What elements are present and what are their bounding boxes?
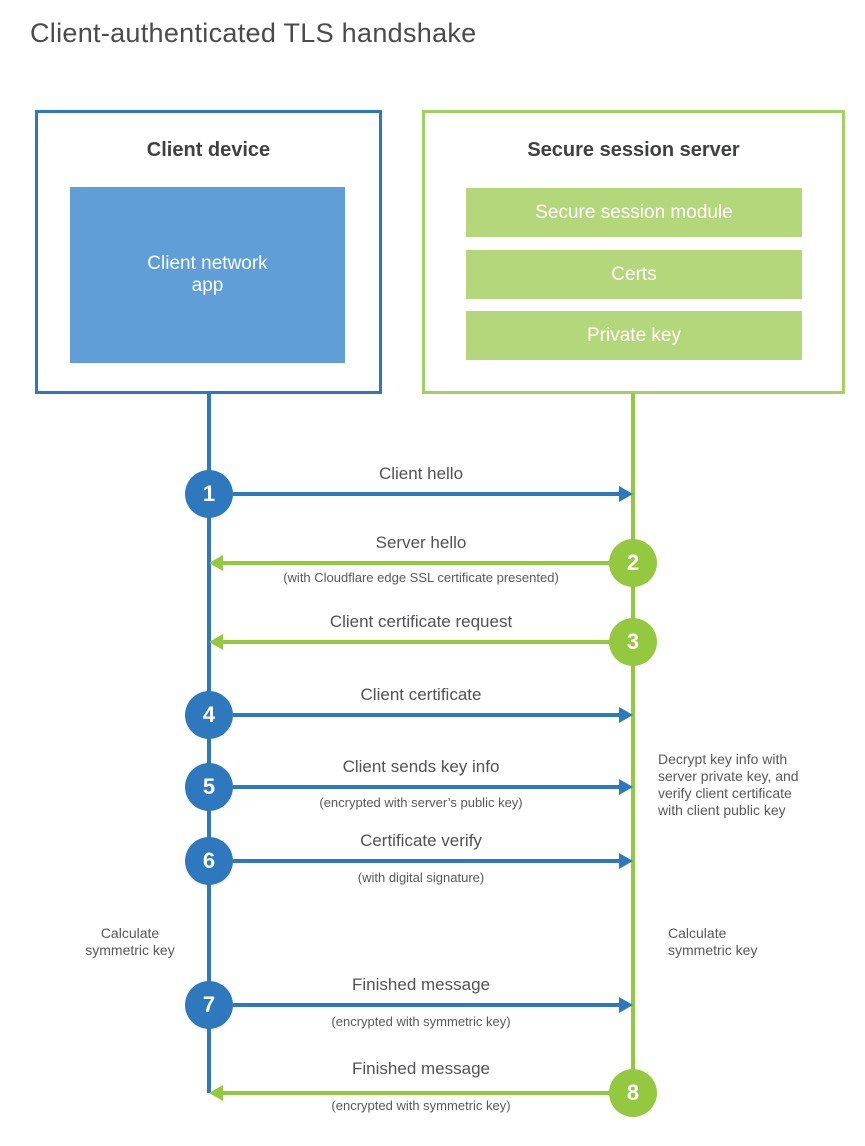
step-7-arrow-line <box>233 1003 619 1007</box>
step-7-badge: 7 <box>185 981 233 1029</box>
step-5-label: Client sends key info <box>342 757 500 776</box>
step-8-label: Finished message <box>352 1059 490 1078</box>
step-1-label: Client hello <box>378 464 464 483</box>
step-8-arrow-line <box>223 1091 609 1095</box>
client-timeline <box>207 393 211 1093</box>
step-5-arrowhead-right-icon <box>619 779 633 795</box>
step-4-arrow-line <box>233 713 619 717</box>
step-2-sublabel: (with Cloudflare edge SSL certificate pr… <box>283 570 559 585</box>
step-8-arrowhead-left-icon <box>209 1085 223 1101</box>
step-3-label: Client certificate request <box>329 612 513 631</box>
step-3-arrow-line <box>223 640 609 644</box>
step-4-label: Client certificate <box>360 685 482 704</box>
step-6-arrow-line <box>233 859 619 863</box>
diagram-title: Client-authenticated TLS handshake <box>30 18 477 48</box>
step-2-label: Server hello <box>375 533 467 552</box>
client-network-app-block: Client network app <box>70 187 345 363</box>
certs-bar: Certs <box>466 250 802 299</box>
step-6-sublabel: (with digital signature) <box>357 870 485 885</box>
calculate-symmetric-key-client-note: Calculate symmetric key <box>85 925 175 958</box>
client-device-box: Client device Client network app <box>35 110 382 394</box>
step-3-badge: 3 <box>609 618 657 666</box>
step-5-badge: 5 <box>185 763 233 811</box>
decrypt-key-info-note: Decrypt key info with server private key… <box>658 751 799 818</box>
private-key-bar: Private key <box>466 311 802 360</box>
step-5-arrow-line <box>233 785 619 789</box>
calculate-symmetric-key-server-note: Calculate symmetric key <box>668 925 758 958</box>
step-8-sublabel: (encrypted with symmetric key) <box>331 1098 511 1113</box>
step-1-arrow-line <box>233 492 619 496</box>
secure-session-server-title: Secure session server <box>527 139 740 161</box>
step-1-badge: 1 <box>185 470 233 518</box>
secure-session-module-bar: Secure session module <box>466 188 802 237</box>
step-2-arrowhead-left-icon <box>209 555 223 571</box>
step-5-sublabel: (encrypted with server’s public key) <box>319 795 523 810</box>
secure-session-server-box: Secure session server Secure session mod… <box>422 110 845 394</box>
step-1-arrowhead-right-icon <box>619 486 633 502</box>
step-6-arrowhead-right-icon <box>619 853 633 869</box>
step-3-arrowhead-left-icon <box>209 634 223 650</box>
step-7-sublabel: (encrypted with symmetric key) <box>331 1014 511 1029</box>
client-device-title: Client device <box>146 139 271 161</box>
server-timeline <box>631 393 635 1093</box>
step-7-label: Finished message <box>352 975 490 994</box>
step-7-arrowhead-right-icon <box>619 997 633 1013</box>
step-2-arrow-line <box>223 561 609 565</box>
step-6-badge: 6 <box>185 837 233 885</box>
step-6-label: Certificate verify <box>360 831 482 850</box>
step-4-arrowhead-right-icon <box>619 707 633 723</box>
step-2-badge: 2 <box>609 539 657 587</box>
step-8-badge: 8 <box>609 1069 657 1117</box>
step-4-badge: 4 <box>185 691 233 739</box>
